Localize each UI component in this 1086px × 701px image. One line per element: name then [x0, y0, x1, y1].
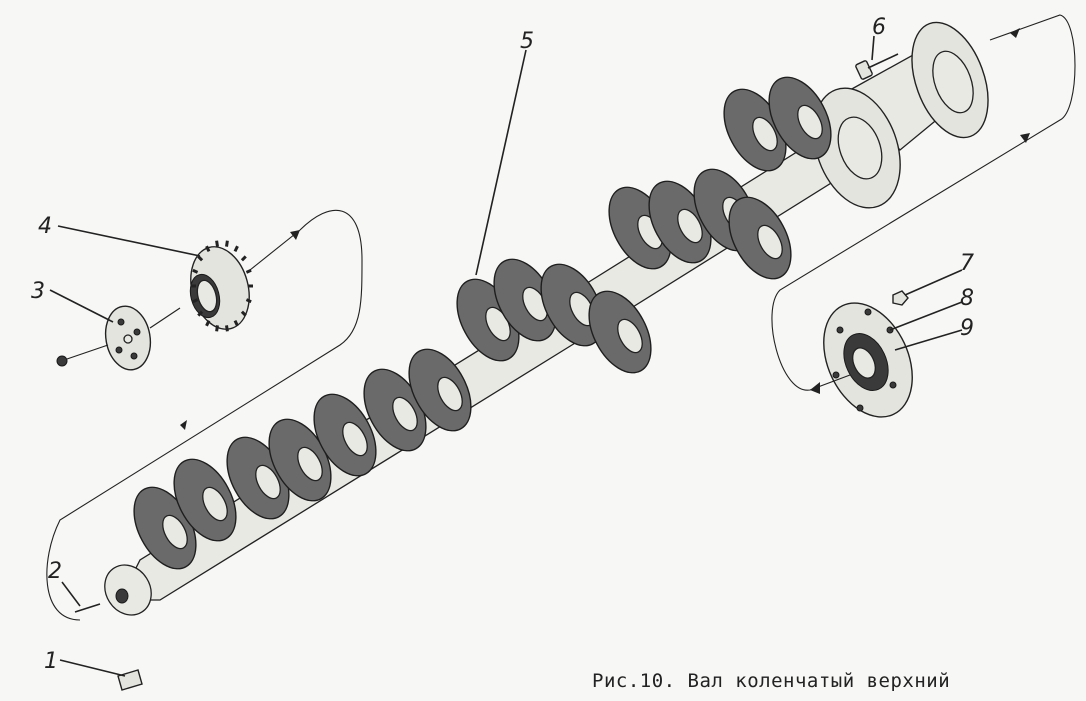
gear-tooth: [240, 310, 247, 317]
gear-tooth: [225, 240, 229, 247]
label-8: 8: [960, 286, 974, 311]
crank-journal: [617, 318, 643, 354]
gear-tooth: [233, 245, 239, 253]
crank-journal: [677, 208, 703, 244]
label-5: 5: [520, 29, 534, 54]
gear-tooth: [215, 325, 219, 332]
washer-plate: [49, 289, 181, 371]
gear-tooth: [233, 319, 239, 327]
label-6: 6: [872, 15, 886, 40]
label-3: 3: [31, 279, 45, 304]
gear-tooth: [240, 255, 247, 262]
gear-tooth: [192, 298, 199, 304]
nut: [892, 269, 963, 306]
label-4: 4: [38, 214, 52, 239]
label-7: 7: [960, 251, 974, 276]
flange-assembly: [823, 301, 963, 418]
bolt: [855, 35, 899, 80]
crank-journal: [392, 396, 418, 432]
label-2: 2: [48, 559, 62, 584]
assembly-path-lines: [46, 14, 1076, 621]
crank-journal: [752, 116, 778, 152]
gear-teeth: [191, 240, 253, 332]
gear-tooth: [225, 325, 229, 332]
gear-tooth: [245, 268, 252, 274]
gear-tooth: [245, 298, 252, 304]
crank-journal: [757, 224, 783, 260]
key: [59, 659, 143, 691]
crankshaft: [104, 21, 989, 616]
gear-tooth: [205, 319, 211, 327]
gear-tooth: [197, 310, 204, 317]
label-9: 9: [960, 316, 974, 341]
gear-tooth: [205, 245, 211, 253]
crank-journal: [297, 446, 323, 482]
leader-5: [475, 49, 527, 276]
gear-tooth: [197, 255, 204, 262]
gear-tooth: [215, 240, 219, 247]
crank-journal: [255, 464, 281, 500]
gear-tooth: [192, 268, 199, 274]
figure-caption: Рис.10. Вал коленчатый верхний: [592, 670, 951, 692]
crank-journal: [797, 104, 823, 140]
crank-journal: [437, 376, 463, 412]
gear: [57, 225, 253, 332]
crank-webs: [133, 76, 832, 570]
crank-journal: [202, 486, 228, 522]
pin: [61, 581, 101, 613]
crank-journal: [162, 514, 188, 550]
crank-journal: [342, 421, 368, 457]
label-1: 1: [44, 649, 58, 674]
